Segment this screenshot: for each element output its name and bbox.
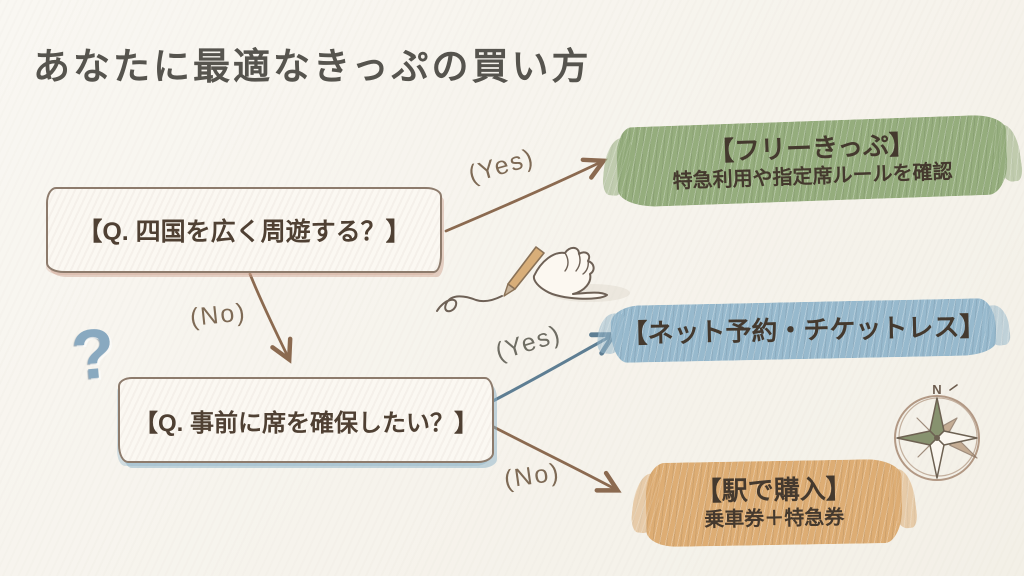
edge-label-q1-yes: (Yes) [465,143,538,189]
question-label: 【Q. 四国を広く周遊する？】 [77,218,411,246]
question-box-shikoku-tour: 【Q. 四国を広く周遊する？】 [46,187,442,273]
outcome-online-reservation: 【ネット予約・チケットレス】 [610,297,997,364]
outcome-title: 【駅で購入】 [695,473,853,507]
question-mark-icon: ? [68,313,119,395]
outcome-subtitle: 乗車券＋特急券 [704,506,845,531]
compass-north-label: N [932,382,941,397]
compass-rose-icon: N [894,382,980,481]
outcome-free-pass: 【フリーきっぷ】 特急利用や指定席ルールを確認 [615,114,1009,208]
edge-label-q2-no: (No) [502,458,563,494]
page-title: あなたに最適なきっぷの買い方 [33,46,592,87]
outcome-station-purchase: 【駅で購入】 乗車券＋特急券 [645,458,903,548]
question-box-reserve-seat: 【Q. 事前に席を確保したい？】 [118,377,494,463]
edge-label-q2-yes: (Yes) [492,319,565,367]
writing-hand-icon [436,246,630,313]
edge-label-q1-no: (No) [188,298,248,332]
question-label: 【Q. 事前に席を確保したい？】 [133,409,478,437]
outcome-title: 【ネット予約・チケットレス】 [621,311,986,350]
arrow-q1-no [248,272,293,364]
